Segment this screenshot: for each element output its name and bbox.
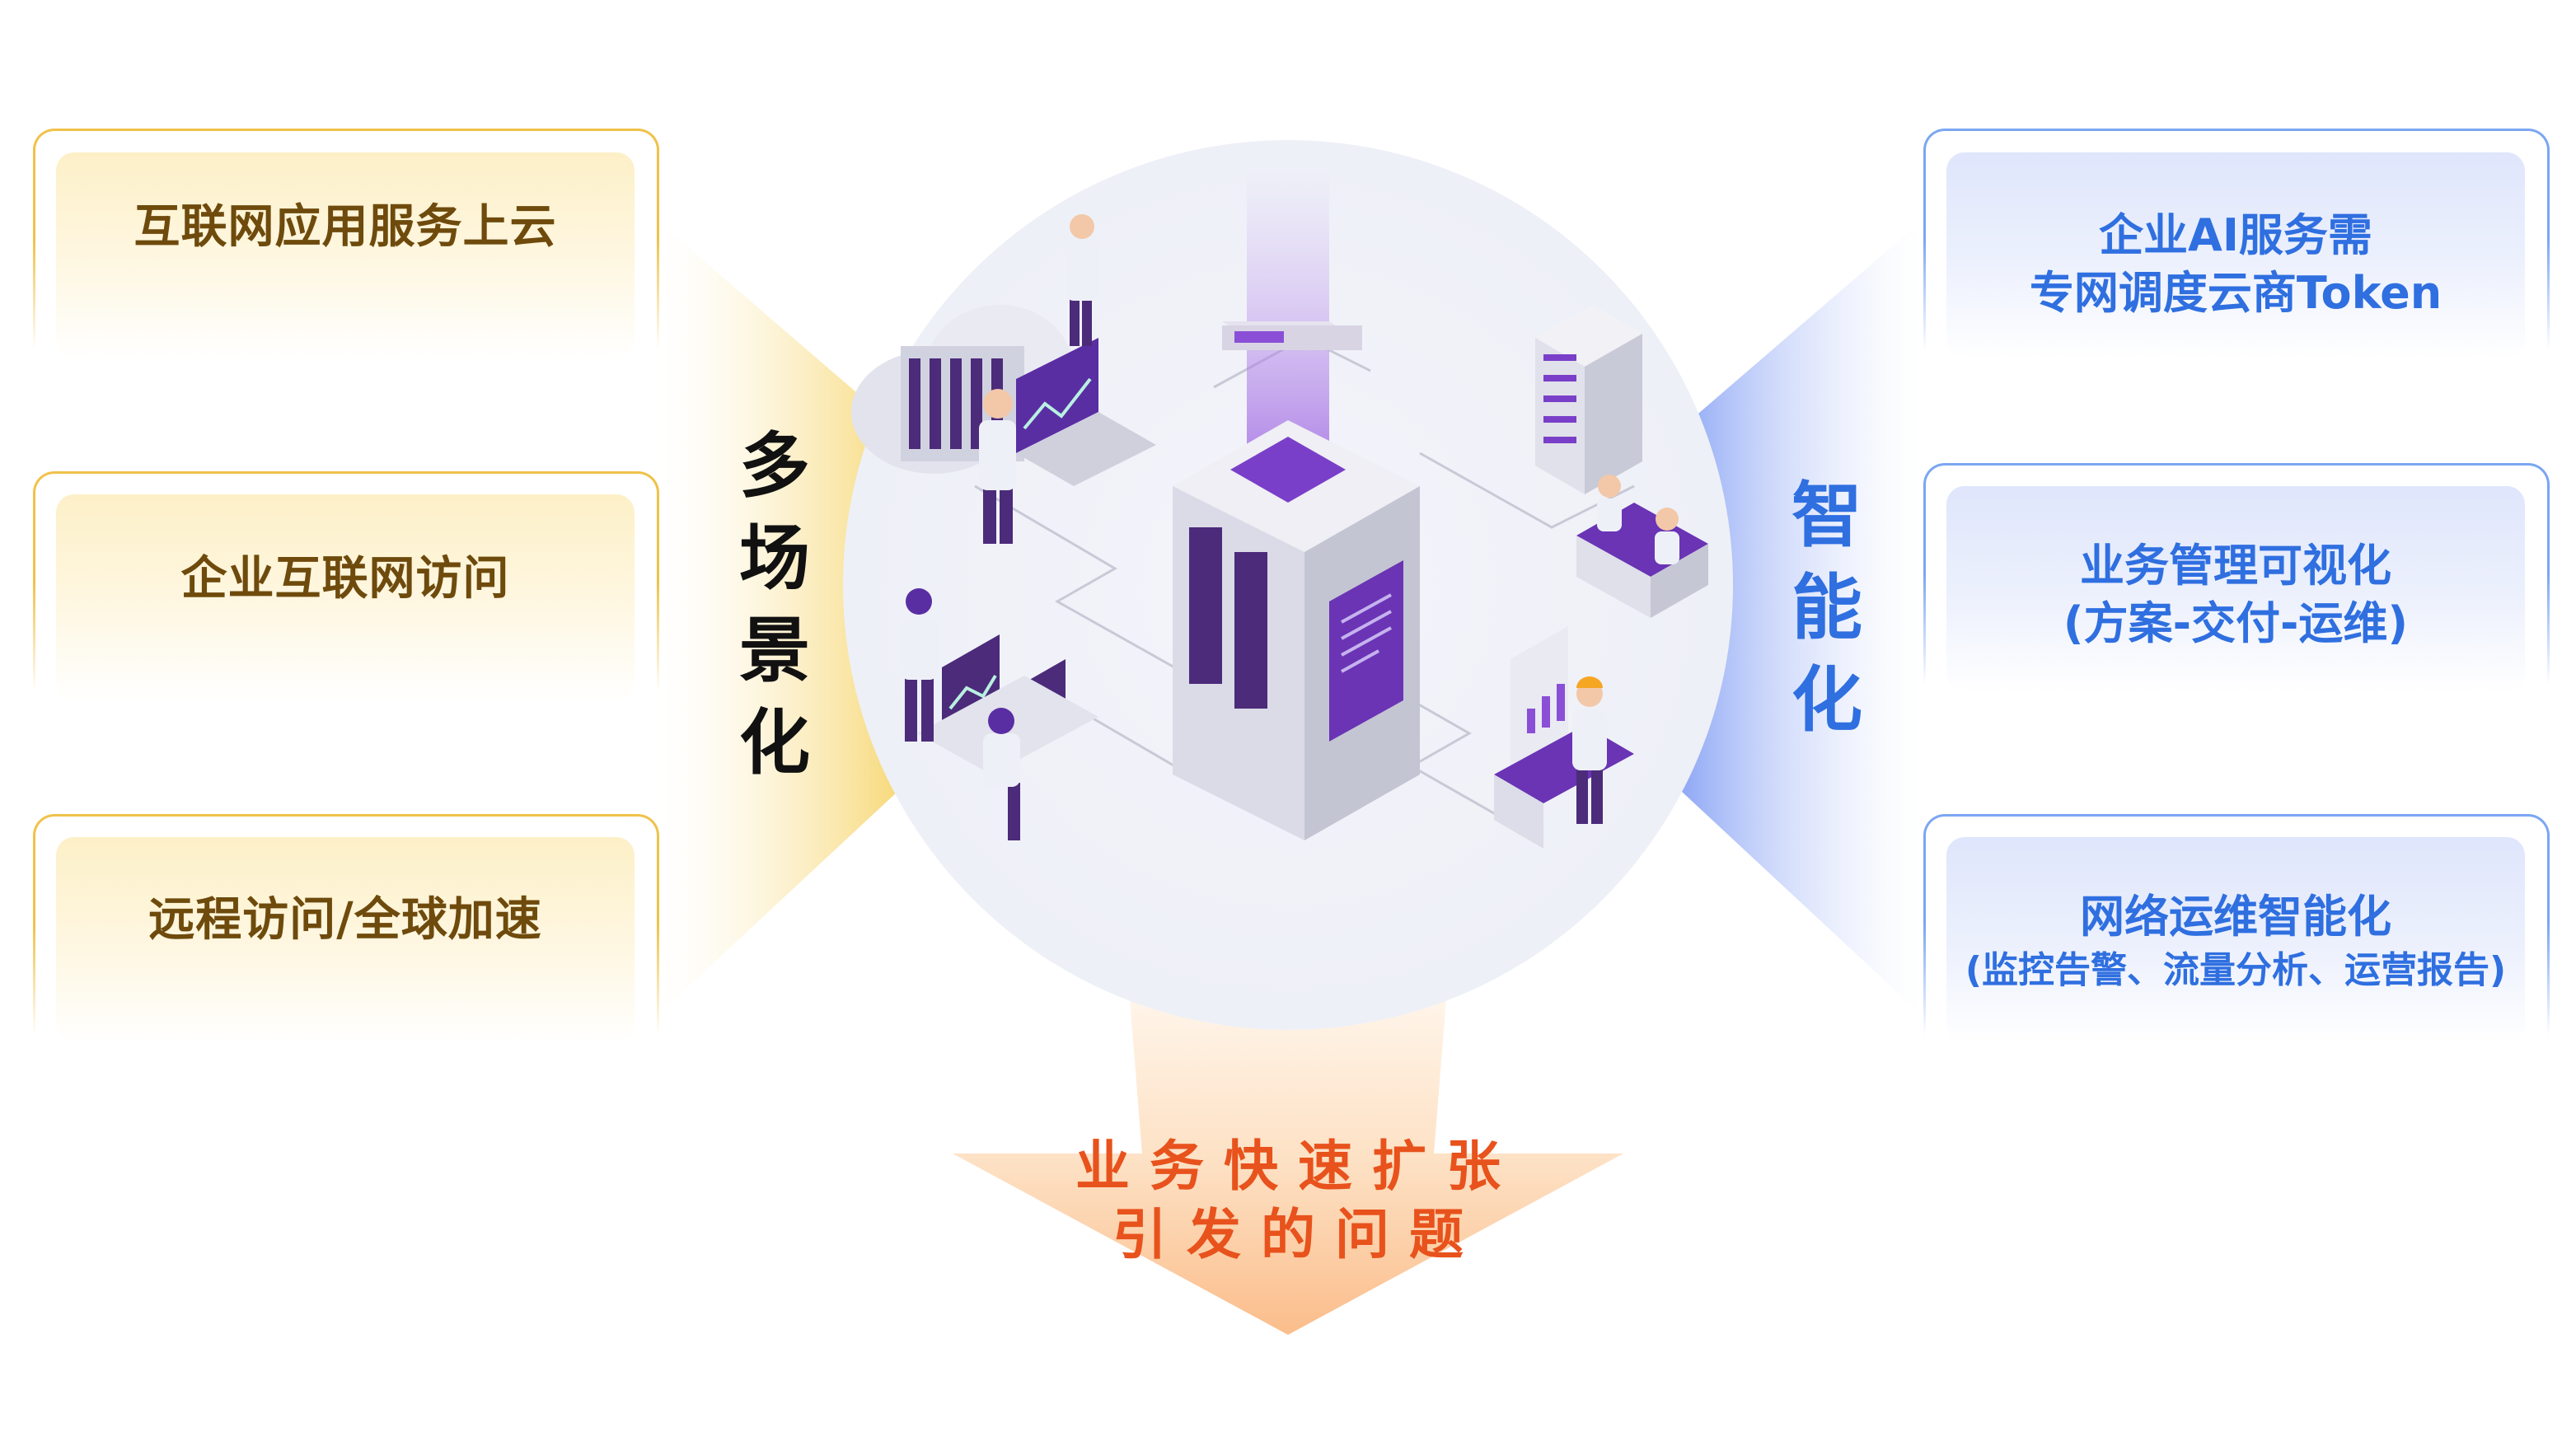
right-card-3-text: 网络运维智能化 (监控告警、流量分析、运营报告) [1965, 888, 2506, 995]
bottom-arrow [953, 989, 1623, 1335]
left-group-label: 多 场 景 化 [729, 420, 820, 789]
chart-board [1494, 626, 1634, 849]
server-rack-right [1535, 305, 1642, 494]
left-group-char-4: 化 [739, 702, 810, 784]
laptop [1016, 338, 1156, 486]
central-server-tower [1173, 420, 1420, 840]
right-card-1: 企业AI服务需 专网调度云商Token [1946, 152, 2525, 358]
right-card-1-line2: 专网调度云商Token [2029, 267, 2443, 319]
left-group-char-1: 多 [739, 425, 810, 508]
bottom-arrow-line1: 业务快速扩张 [1075, 1135, 1520, 1198]
left-group-char-2: 场 [739, 517, 810, 600]
person-2 [1066, 214, 1098, 346]
left-card-1: 互联网应用服务上云 [56, 152, 635, 358]
right-card-2-text: 业务管理可视化 (方案-交付-运维) [2063, 537, 2408, 653]
right-card-3: 网络运维智能化 (监控告警、流量分析、运营报告) [1946, 837, 2525, 1043]
right-card-3-line2: (监控告警、流量分析、运营报告) [1965, 949, 2507, 991]
left-funnel [659, 222, 898, 1013]
left-card-3-label: 远程访问/全球加速 [148, 893, 542, 947]
bottom-arrow-line2: 引发的问题 [1112, 1203, 1483, 1266]
data-center-illustration [851, 165, 1708, 849]
desk-right [1576, 475, 1708, 618]
monitor-station [901, 588, 1098, 840]
right-card-1-line1: 企业AI服务需 [2099, 209, 2372, 261]
left-card-3: 远程访问/全球加速 [56, 837, 635, 1043]
right-group-label: 智 能 化 [1782, 470, 1872, 746]
person-1 [979, 389, 1016, 544]
right-card-1-text: 企业AI服务需 专网调度云商Token [2030, 207, 2442, 322]
right-funnel [1681, 222, 1920, 1013]
right-group-char-3: 化 [1791, 659, 1862, 742]
right-card-3-line1: 网络运维智能化 [2080, 891, 2391, 943]
left-card-2-label: 企业互联网访问 [180, 552, 510, 606]
right-card-2: 业务管理可视化 (方案-交付-运维) [1946, 486, 2525, 692]
left-card-2: 企业互联网访问 [56, 494, 635, 700]
right-card-2-line2: (方案-交付-运维) [2063, 597, 2409, 649]
right-group-char-1: 智 [1791, 475, 1862, 557]
right-group-char-2: 能 [1791, 567, 1862, 649]
left-group-char-3: 景 [739, 610, 810, 692]
cloud-servers [851, 305, 1074, 474]
floating-panel [1222, 321, 1362, 350]
right-card-2-line1: 业务管理可视化 [2080, 540, 2391, 592]
left-card-1-label: 互联网应用服务上云 [133, 200, 557, 254]
